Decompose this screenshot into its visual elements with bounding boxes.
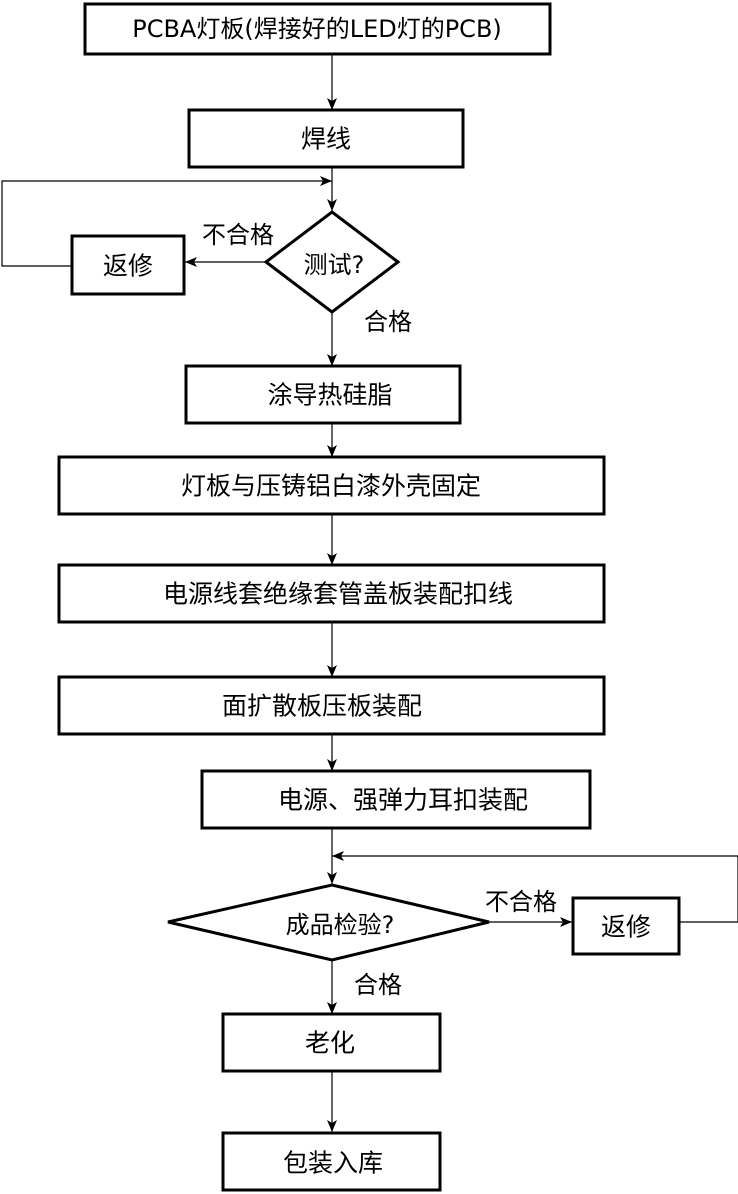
node-repair2-text: 返修 (601, 913, 651, 942)
loop-repair2-back (332, 851, 738, 923)
node-repair1-text: 返修 (103, 252, 153, 281)
node-pack-text: 包装入库 (283, 1149, 383, 1178)
node-pack-box (221, 1131, 442, 1192)
node-repair1-box (70, 234, 186, 296)
node-power-box (200, 769, 592, 830)
node-grease-box (184, 364, 462, 425)
label-fail-inspect: 不合格 (485, 888, 557, 916)
label-pass-test: 合格 (364, 308, 412, 336)
node-inspect-text: 成品检验? (286, 911, 395, 939)
node-weld-text: 焊线 (301, 125, 351, 154)
node-aging-text: 老化 (305, 1029, 355, 1058)
label-pass-inspect: 合格 (354, 971, 402, 999)
node-test-text: 测试? (304, 251, 365, 279)
loop-repair1-back (1, 176, 332, 267)
node-power-text: 电源、强弹力耳扣装配 (278, 786, 528, 815)
node-grease-text: 涂导热硅脂 (267, 381, 392, 410)
node-pcba-box (83, 2, 552, 56)
node-fixshell-text: 灯板与压铸铝白漆外壳固定 (181, 472, 481, 501)
node-diffuser-box (57, 675, 606, 736)
node-fixshell-box (57, 455, 606, 516)
node-weld-box (187, 108, 465, 169)
node-cable-box (57, 563, 606, 624)
node-aging-box (221, 1012, 442, 1073)
label-fail-test: 不合格 (202, 221, 274, 249)
node-inspect-diamond (167, 883, 490, 962)
node-diffuser-text: 面扩散板压板装配 (222, 692, 422, 721)
node-pcba-text: PCBA灯板(焊接好的LED灯的PCB) (132, 15, 502, 43)
node-repair2-box (571, 896, 681, 956)
node-cable-text: 电源线套绝缘套管盖板装配扣线 (163, 580, 513, 609)
node-test-diamond (263, 210, 401, 314)
